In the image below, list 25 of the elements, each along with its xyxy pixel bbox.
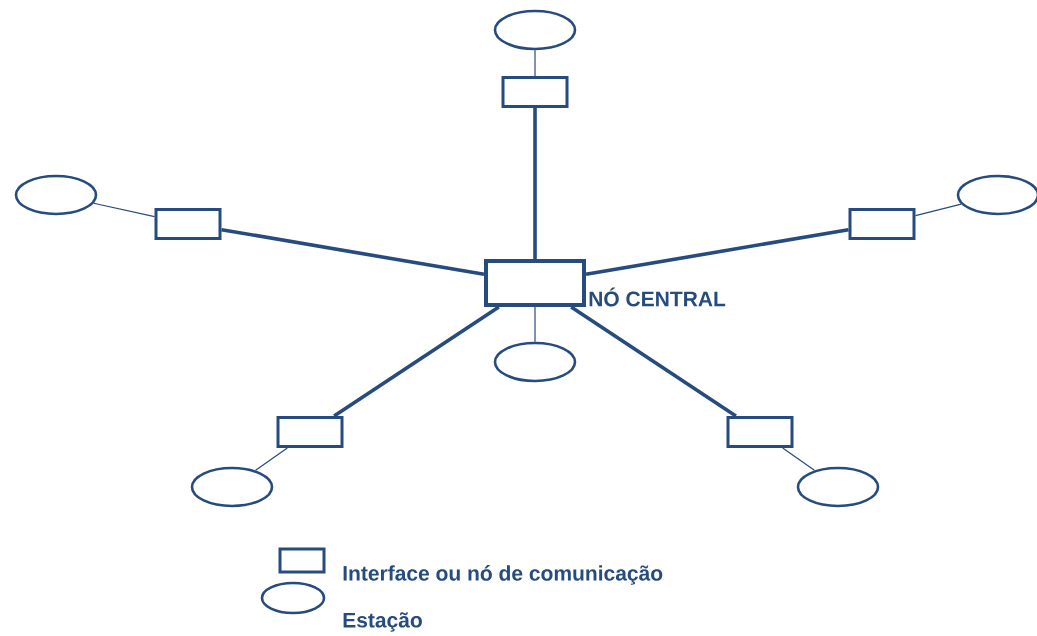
station-ellipse <box>493 341 577 383</box>
connector-line <box>221 227 485 277</box>
connector-line <box>534 306 536 343</box>
interface-box <box>726 416 794 448</box>
connector-line <box>333 305 500 418</box>
connector-line <box>255 447 288 471</box>
legend-text: Interface ou nó de comunicação <box>343 565 663 585</box>
station-ellipse <box>796 466 880 508</box>
interface-box <box>848 208 916 240</box>
connector-line <box>585 227 849 277</box>
connector-line <box>782 447 815 471</box>
interface-box <box>154 208 222 240</box>
connector-line <box>534 49 536 77</box>
node-caption: NÓ CENTRAL <box>589 287 726 307</box>
interface-box <box>501 76 569 108</box>
station-ellipse <box>493 9 577 51</box>
connector-line <box>93 202 156 218</box>
legend-text: Estação <box>343 612 422 632</box>
station-ellipse <box>14 174 98 216</box>
central-node-box <box>484 259 586 307</box>
connector-line <box>570 305 737 418</box>
connector-line <box>533 108 537 259</box>
station-ellipse <box>190 466 274 508</box>
interface-box <box>276 416 344 448</box>
connector-line <box>914 203 962 217</box>
